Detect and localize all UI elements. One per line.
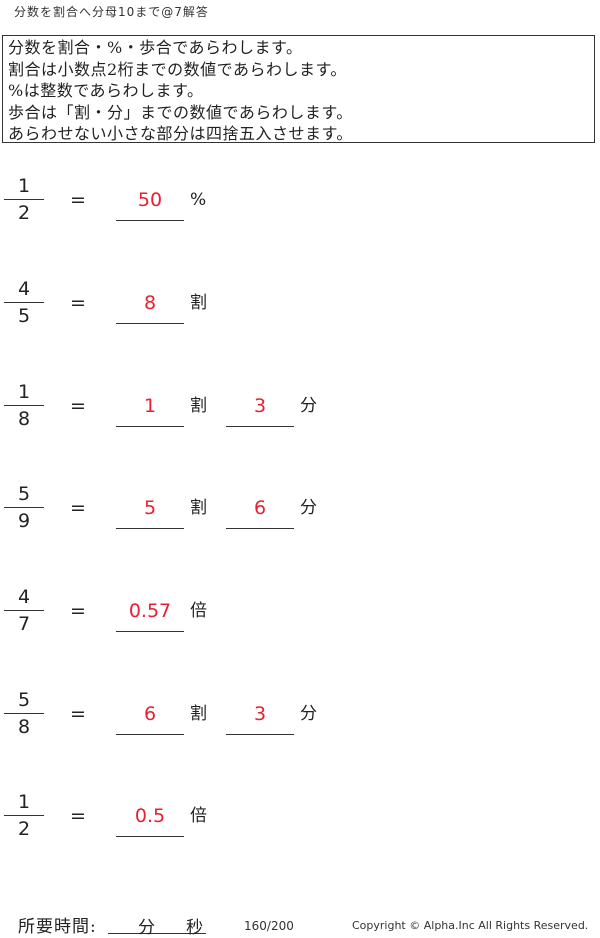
answer-value: 1 xyxy=(143,395,157,417)
denominator: 9 xyxy=(17,510,31,532)
fraction-bar xyxy=(4,199,44,201)
fraction-bar xyxy=(4,713,44,715)
problem-6: 5 8 = 6 割 3 分 xyxy=(0,690,600,770)
fraction: 4 7 xyxy=(0,587,48,637)
denominator: 2 xyxy=(17,818,31,840)
answer-value: 8 xyxy=(143,292,157,314)
time-blank: 分 秒 xyxy=(108,913,206,938)
answer-value-2: 6 xyxy=(253,497,267,519)
equals-sign: = xyxy=(70,703,86,725)
answer-value-2: 3 xyxy=(253,703,267,725)
answer-blank xyxy=(116,734,184,736)
answer-blank-2 xyxy=(226,528,294,530)
numerator: 5 xyxy=(17,483,31,505)
answer-unit-2: 分 xyxy=(300,498,317,518)
answer-blank xyxy=(116,836,184,838)
answer-value: 0.57 xyxy=(128,600,172,622)
answer-unit: 割 xyxy=(190,293,207,313)
fraction: 1 2 xyxy=(0,792,48,842)
equals-sign: = xyxy=(70,395,86,417)
answer-value: 6 xyxy=(143,703,157,725)
answer-blank xyxy=(116,631,184,633)
answer-blank-2 xyxy=(226,426,294,428)
answer-value: 50 xyxy=(137,189,163,211)
fraction-bar xyxy=(4,405,44,407)
time-label: 所要時間: xyxy=(18,917,97,937)
answer-blank-2 xyxy=(226,734,294,736)
fraction-bar xyxy=(4,507,44,509)
instruction-line: 分数を割合・%・歩合であらわします。 xyxy=(8,38,303,57)
seconds-label: 秒 xyxy=(186,918,203,938)
answer-blank xyxy=(116,426,184,428)
answer-unit: % xyxy=(190,190,207,210)
denominator: 2 xyxy=(17,202,31,224)
minutes-label: 分 xyxy=(138,918,155,938)
fraction: 1 8 xyxy=(0,382,48,432)
problem-3: 1 8 = 1 割 3 分 xyxy=(0,382,600,462)
instruction-line: %は整数であらわします。 xyxy=(8,81,204,100)
numerator: 4 xyxy=(17,586,31,608)
equals-sign: = xyxy=(70,600,86,622)
denominator: 7 xyxy=(17,613,31,635)
problem-2: 4 5 = 8 割 xyxy=(0,279,600,359)
numerator: 5 xyxy=(17,689,31,711)
answer-unit: 倍 xyxy=(190,806,207,826)
problem-4: 5 9 = 5 割 6 分 xyxy=(0,484,600,564)
answer-blank xyxy=(116,528,184,530)
answer-unit: 割 xyxy=(190,498,207,518)
answer-blank xyxy=(116,323,184,325)
answer-value: 5 xyxy=(143,497,157,519)
equals-sign: = xyxy=(70,805,86,827)
answer-unit: 倍 xyxy=(190,601,207,621)
denominator: 8 xyxy=(17,408,31,430)
equals-sign: = xyxy=(70,292,86,314)
fraction: 1 2 xyxy=(0,176,48,226)
fraction-bar xyxy=(4,610,44,612)
instructions-box: 分数を割合・%・歩合であらわします。 割合は小数点2桁までの数値であらわします。… xyxy=(2,35,595,143)
numerator: 1 xyxy=(17,791,31,813)
instruction-line: 歩合は「割・分」までの数値であらわします。 xyxy=(8,102,353,122)
answer-blank xyxy=(116,220,184,222)
instruction-line: あらわせない小さな部分は四捨五入させます。 xyxy=(8,124,353,143)
instruction-line: 割合は小数点2桁までの数値であらわします。 xyxy=(8,59,347,79)
answer-value-2: 3 xyxy=(253,395,267,417)
denominator: 5 xyxy=(17,305,31,327)
answer-unit: 割 xyxy=(190,704,207,724)
fraction: 5 8 xyxy=(0,690,48,740)
equals-sign: = xyxy=(70,189,86,211)
answer-unit: 割 xyxy=(190,396,207,416)
problem-5: 4 7 = 0.57 倍 xyxy=(0,587,600,667)
equals-sign: = xyxy=(70,497,86,519)
fraction: 5 9 xyxy=(0,484,48,534)
numerator: 1 xyxy=(17,175,31,197)
numerator: 4 xyxy=(17,278,31,300)
numerator: 1 xyxy=(17,381,31,403)
answer-unit-2: 分 xyxy=(300,704,317,724)
fraction: 4 5 xyxy=(0,279,48,329)
worksheet-title: 分数を割合へ分母10まで@7解答 xyxy=(14,5,209,19)
copyright: Copyright © Alpha.Inc All Rights Reserve… xyxy=(352,919,589,932)
problem-1: 1 2 = 50 % xyxy=(0,176,600,256)
score: 160/200 xyxy=(244,919,294,933)
answer-unit-2: 分 xyxy=(300,396,317,416)
denominator: 8 xyxy=(17,716,31,738)
fraction-bar xyxy=(4,302,44,304)
fraction-bar xyxy=(4,815,44,817)
answer-value: 0.5 xyxy=(134,805,166,827)
problem-7: 1 2 = 0.5 倍 xyxy=(0,792,600,872)
